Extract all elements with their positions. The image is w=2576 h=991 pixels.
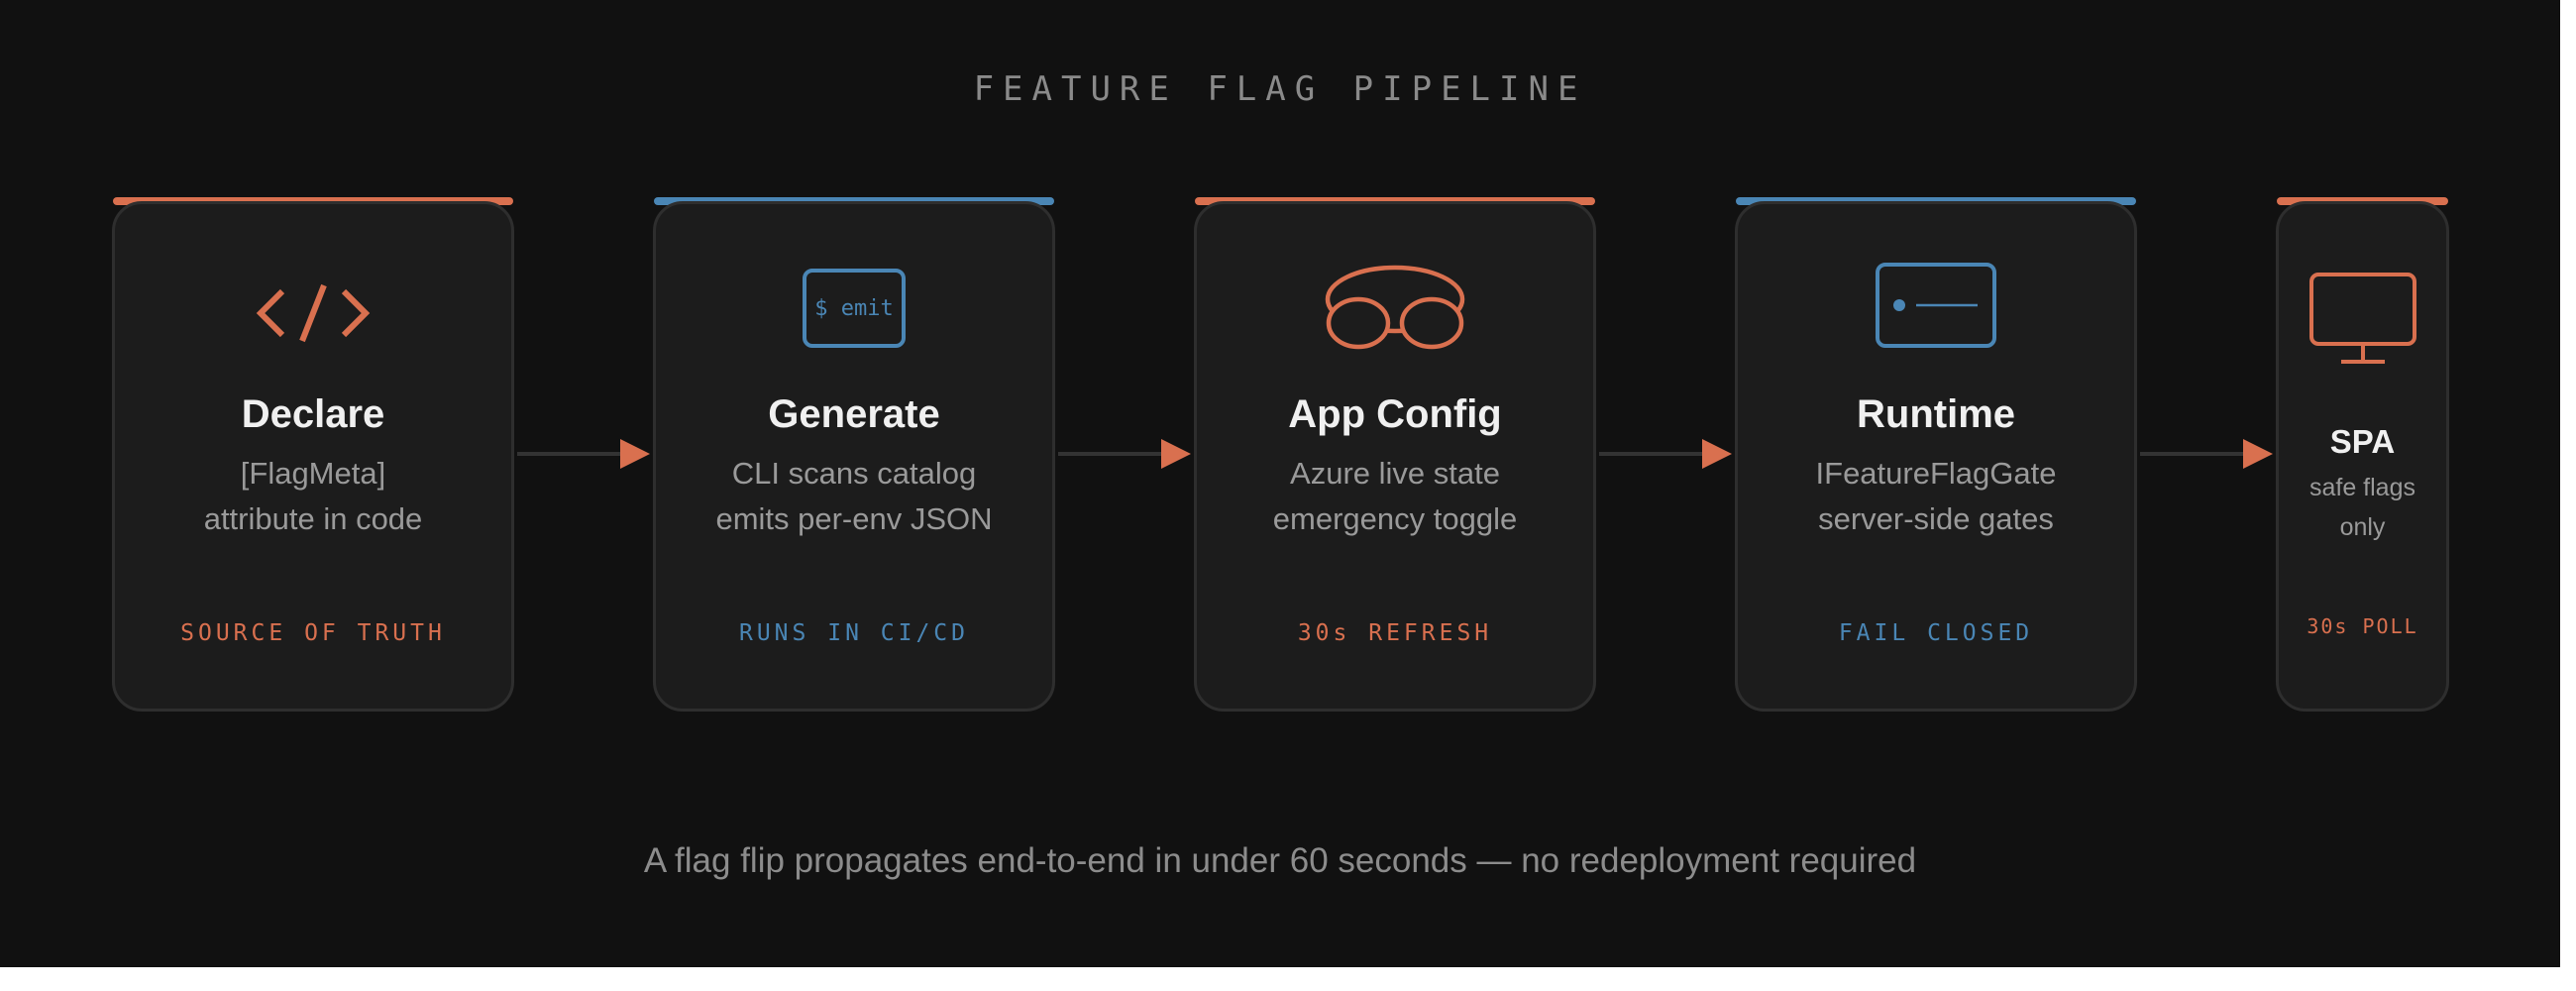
stage-desc-line-1: Azure live state <box>1290 456 1500 491</box>
code-brackets-icon <box>256 283 371 343</box>
stage-card-runtime: Runtime IFeatureFlagGate server-side gat… <box>1735 201 2137 712</box>
stage-desc-line-1: [FlagMeta] <box>240 456 386 491</box>
stage-desc-line-1: CLI scans catalog <box>731 456 977 491</box>
connector-layer <box>517 439 2273 469</box>
stage-card-spa: SPA safe flags only 30s POLL <box>2276 201 2449 712</box>
connector-3-4 <box>1599 439 1732 469</box>
connector-1-2 <box>517 439 650 469</box>
connector-2-3 <box>1058 439 1191 469</box>
stage-title: Declare <box>241 392 385 436</box>
monitor-icon <box>2308 273 2416 364</box>
connector-4-5 <box>2140 439 2273 469</box>
stage-tag: SOURCE OF TRUTH <box>180 620 446 646</box>
stage-tag: RUNS IN CI/CD <box>738 620 969 646</box>
server-icon <box>1876 263 1996 348</box>
stage-tag: 30s POLL <box>2307 614 2418 638</box>
stage-card-generate: $ emit Generate CLI scans catalog emits … <box>653 201 1055 712</box>
stage-title: App Config <box>1288 392 1502 436</box>
stage-desc-line-2: only <box>2339 513 2386 541</box>
diagram-title: FEATURE FLAG PIPELINE <box>973 69 1587 109</box>
stage-tag: FAIL CLOSED <box>1838 620 2034 646</box>
footer-note: A flag flip propagates end-to-end in und… <box>643 841 1917 880</box>
stage-desc-line-2: server-side gates <box>1818 501 2054 536</box>
cloud-icon <box>1325 265 1465 350</box>
stage-card-app-config: App Config Azure live state emergency to… <box>1194 201 1596 712</box>
stage-title: Runtime <box>1857 392 2015 436</box>
terminal-icon: $ emit <box>803 269 906 348</box>
diagram-canvas: FEATURE FLAG PIPELINE Declare [FlagMeta] <box>0 0 2560 967</box>
terminal-icon-text: $ emit <box>814 295 894 321</box>
stage-desc-line-1: IFeatureFlagGate <box>1815 456 2057 491</box>
stage-card-declare: Declare [FlagMeta] attribute in code SOU… <box>112 201 514 712</box>
stage-title: Generate <box>768 392 940 436</box>
stage-desc-line-2: emergency toggle <box>1272 501 1518 536</box>
stage-desc-line-2: emits per-env JSON <box>715 501 993 536</box>
stage-tag: 30s REFRESH <box>1297 620 1493 646</box>
stage-title: SPA <box>2329 423 2396 460</box>
stage-desc-line-2: attribute in code <box>203 501 423 536</box>
stage-desc-line-1: safe flags <box>2308 474 2415 501</box>
